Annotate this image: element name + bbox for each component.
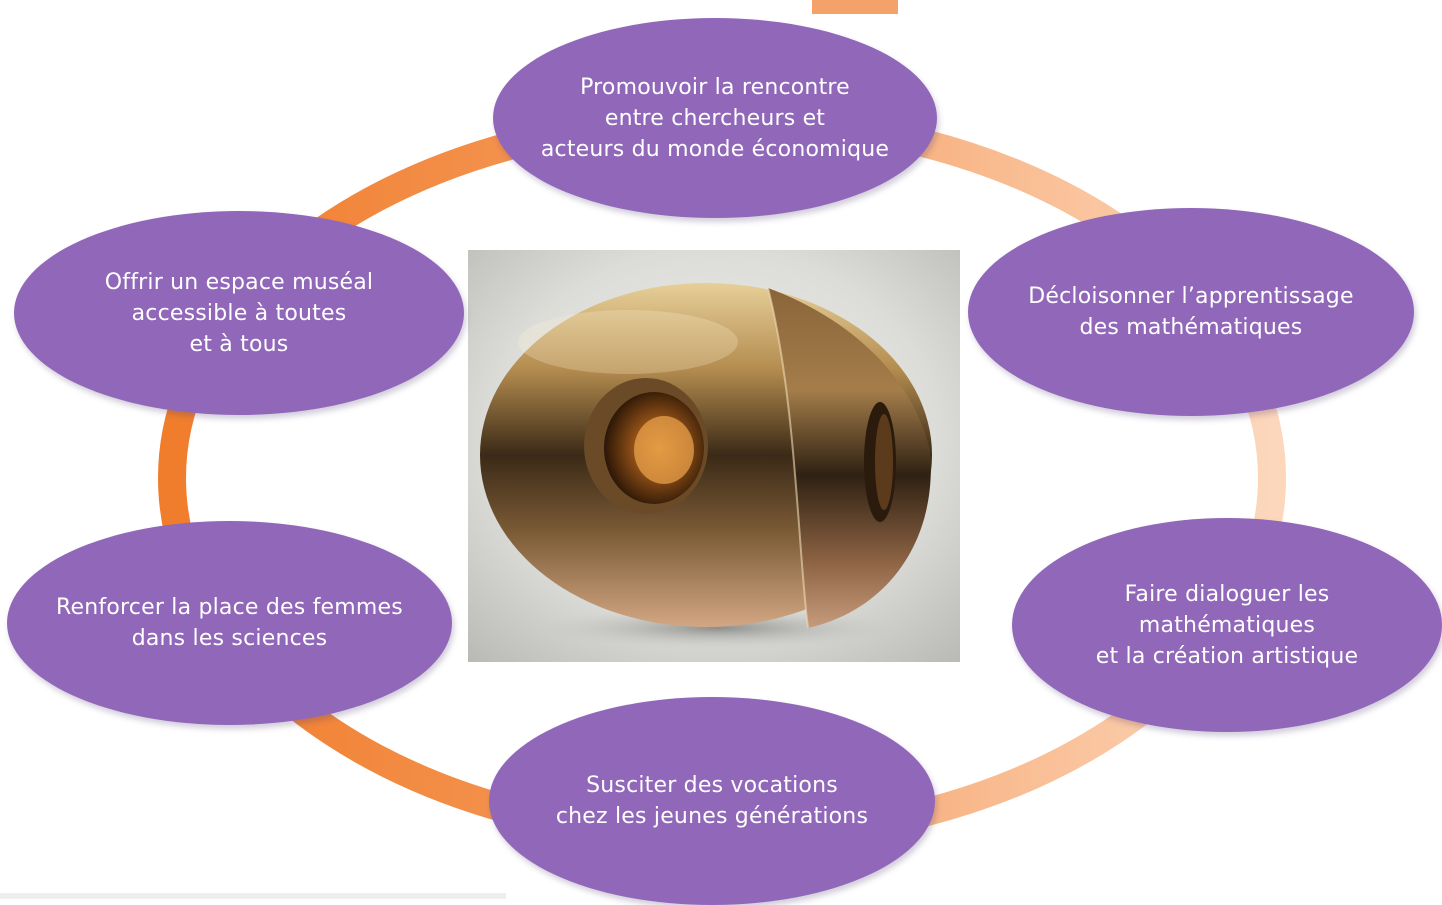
goal-bubble-upper-left: Offrir un espace muséal accessible à tou… [14,211,464,415]
goal-text-upper-left: Offrir un espace muséal accessible à tou… [104,269,374,357]
goal-text-lower-left: Renforcer la place des femmes dans les s… [56,595,403,651]
goal-text-lower-right: Faire dialoguer les mathématiques et la … [1095,581,1359,669]
top-accent-tab [812,0,898,14]
goal-text-upper-right: Décloisonner l’apprentissage des mathéma… [1028,284,1354,340]
bronze-egg-sculpture-photo [468,250,960,662]
goal-bubble-lower-right: Faire dialoguer les mathématiques et la … [1012,518,1442,732]
goal-bubble-lower-left: Renforcer la place des femmes dans les s… [7,521,452,725]
goal-bubble-top: Promouvoir la rencontre entre chercheurs… [493,18,937,218]
goal-bubble-upper-right: Décloisonner l’apprentissage des mathéma… [968,208,1414,416]
bottom-edge-strip [0,893,506,899]
goal-bubble-bottom: Susciter des vocations chez les jeunes g… [489,697,935,905]
goal-text-top: Promouvoir la rencontre entre chercheurs… [540,74,890,162]
goal-text-bottom: Susciter des vocations chez les jeunes g… [555,773,869,829]
